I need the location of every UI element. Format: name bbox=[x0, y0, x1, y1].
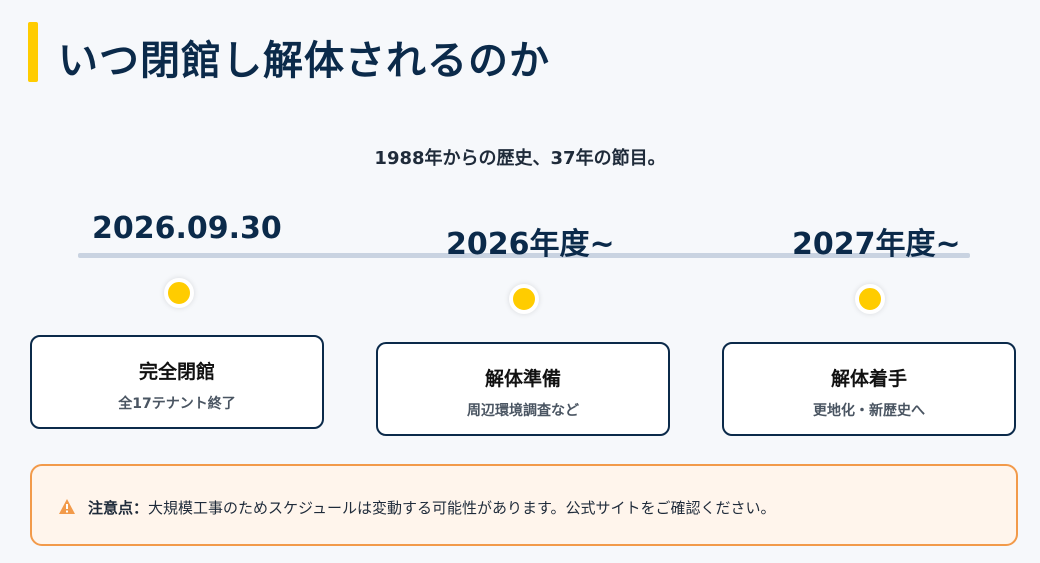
timeline-date-2: 2026年度~ bbox=[446, 227, 615, 262]
notice-box: 注意点：大規模工事のためスケジュールは変動する可能性があります。公式サイトをご確… bbox=[30, 464, 1018, 546]
timeline-date-1: 2026.09.30 bbox=[92, 211, 282, 246]
card-title: 完全閉館 bbox=[138, 361, 215, 383]
notice-label: 注意点： bbox=[88, 499, 149, 517]
card-title: 解体準備 bbox=[484, 368, 561, 390]
warning-icon bbox=[59, 499, 75, 514]
timeline-card-closure: 完全閉館 全17テナント終了 bbox=[30, 335, 324, 429]
timeline-line bbox=[78, 253, 970, 258]
timeline-date-3: 2027年度~ bbox=[792, 227, 961, 262]
card-title: 解体着手 bbox=[830, 368, 907, 390]
timeline-dot-2 bbox=[509, 284, 539, 314]
page-subtitle: 1988年からの歴史、37年の節目。 bbox=[374, 148, 666, 169]
page-title: いつ閉館し解体されるのか bbox=[58, 38, 550, 84]
card-description: 更地化・新歴史へ bbox=[813, 403, 925, 419]
card-description: 周辺環境調査など bbox=[467, 403, 579, 419]
timeline-dot-1 bbox=[164, 278, 194, 308]
title-accent-bar bbox=[28, 22, 38, 82]
notice-text: 注意点：大規模工事のためスケジュールは変動する可能性があります。公式サイトをご確… bbox=[88, 497, 775, 518]
card-description: 全17テナント終了 bbox=[118, 396, 236, 412]
timeline-card-demolition: 解体着手 更地化・新歴史へ bbox=[722, 342, 1016, 436]
timeline-dot-3 bbox=[855, 284, 885, 314]
notice-message: 大規模工事のためスケジュールは変動する可能性があります。公式サイトをご確認くださ… bbox=[148, 499, 776, 517]
timeline-card-preparation: 解体準備 周辺環境調査など bbox=[376, 342, 670, 436]
